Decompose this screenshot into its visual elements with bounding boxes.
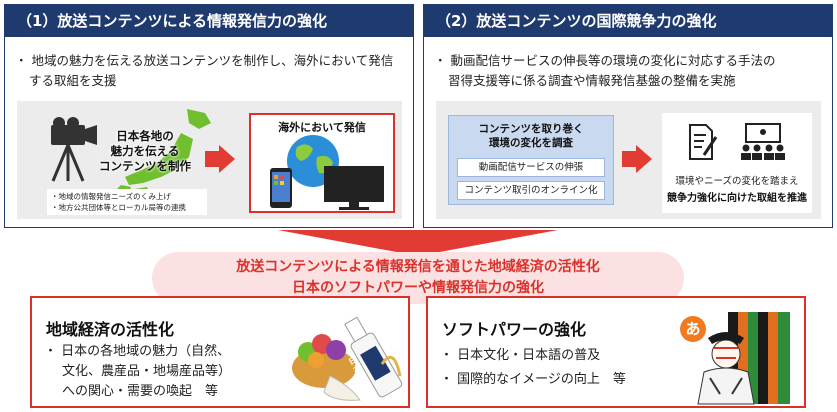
right-illustration-area: コンテンツを取り巻く 環境の変化を調査 動画配信サービスの伸張 コンテンツ取引の… [436,101,821,219]
right-arrow-head [636,145,652,173]
left-panel-title: （1）放送コンテンツによる情報発信力の強化 [5,5,413,37]
overseas-box: 海外において発信 [249,113,395,213]
hiragana-badge: あ [680,316,706,342]
summary-banner: 放送コンテンツによる情報発信を通じた地域経済の活性化 日本のソフトパワーや情報発… [152,252,684,304]
map-label-line1: 日本各地の [116,129,174,143]
survey-box: コンテンツを取り巻く 環境の変化を調査 動画配信サービスの伸張 コンテンツ取引の… [448,115,614,205]
result-box: 環境やニーズの変化を踏まえ 競争力強化に向けた取組を推進 [662,113,812,213]
banner-line1: 放送コンテンツによる情報発信を通じた地域経済の活性化 [236,259,600,275]
right-panel-title: （2）放送コンテンツの国際競争力の強化 [424,5,832,37]
left-arrow-head [219,145,235,173]
right-panel-bullet-line2: 習得支援等に係る調査や情報発信基盤の整備を実施 [448,73,736,88]
result-line1: 環境やニーズの変化を踏まえ [675,176,799,187]
note-line1: ・地域の情報発信ニーズのくみ上げ [51,192,171,201]
banner-line2: 日本のソフトパワーや情報発信力の強化 [292,280,544,296]
result-line2: 競争力強化に向けた取組を推進 [667,193,807,204]
soft-power-box: ソフトパワーの強化 ・ 日本文化・日本語の普及 ・ 国際的なイメージの向上 等 … [426,296,806,408]
soft-power-title: ソフトパワーの強化 [442,320,587,339]
left-panel-bullet-line2: する取組を支援 [29,73,117,88]
right-arrow-body [622,151,636,167]
down-arrow-icon [278,230,558,256]
left-arrow-body [205,151,219,167]
survey-title-line2: 環境の変化を調査 [489,137,573,149]
regional-economy-line3: への関心・需要の喚起 等 [62,384,219,399]
soft-power-line1: ・ 日本文化・日本語の普及 [440,348,601,363]
soft-power-line2: ・ 国際的なイメージの向上 等 [440,372,626,387]
survey-item-2: コンテンツ取引のオンライン化 [457,181,605,200]
overseas-label: 海外において発信 [278,121,366,134]
map-label-line2: 魅力を伝える [110,144,180,158]
left-illustration-area: 日本各地の 魅力を伝える コンテンツを制作 ・地域の情報発信ニーズのくみ上げ ・… [17,101,402,219]
right-panel-bullet-line1: ・ 動画配信サービスの伸長等の環境の変化に対応する手法の [434,53,776,68]
survey-title: コンテンツを取り巻く 環境の変化を調査 [449,122,613,150]
note-box: ・地域の情報発信ニーズのくみ上げ ・地方公共団体等とローカル局等の連携 [47,189,207,215]
local-products-icon [292,316,403,401]
note-line2: ・地方公共団体等とローカル局等の連携 [51,203,186,212]
regional-economy-title: 地域経済の活性化 [46,320,175,339]
tv-monitor-icon [324,166,384,210]
presentation-audience-icon [741,123,785,160]
left-panel: （1）放送コンテンツによる情報発信力の強化 ・ 地域の魅力を伝える放送コンテンツ… [4,4,414,228]
kabuki-actor-icon [697,332,755,405]
video-camera-icon [51,117,97,182]
right-panel: （2）放送コンテンツの国際競争力の強化 ・ 動画配信サービスの伸長等の環境の変化… [423,4,833,228]
regional-economy-box: 地域経済の活性化 ・ 日本の各地域の魅力（自然、 文化、農産品・地場産品等） へ… [30,296,410,408]
map-label: 日本各地の 魅力を伝える コンテンツを制作 [95,129,195,174]
regional-economy-line2: 文化、農産品・地場産品等） [62,364,232,379]
survey-title-line1: コンテンツを取り巻く [478,123,584,135]
map-label-line3: コンテンツを制作 [99,159,191,173]
smartphone-icon [270,168,292,208]
document-pen-icon [689,124,718,160]
regional-economy-line1: ・ 日本の各地域の魅力（自然、 [44,344,231,359]
left-panel-bullet-line1: ・ 地域の魅力を伝える放送コンテンツを制作し、海外において発信 [15,53,394,68]
survey-item-1: 動画配信サービスの伸張 [457,158,605,177]
